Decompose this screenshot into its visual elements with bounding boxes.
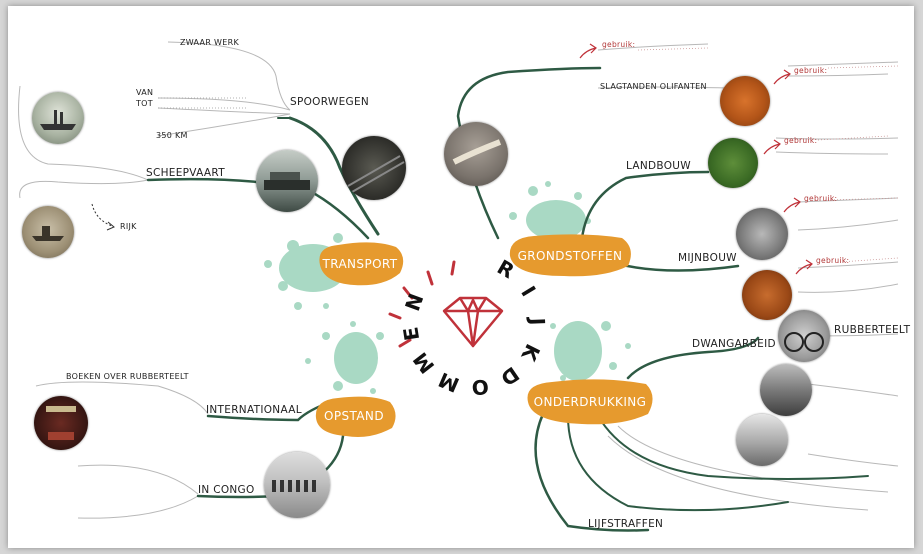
photo-bicycle bbox=[778, 310, 830, 362]
label-dwangarbeid: DWANGARBEID bbox=[692, 338, 776, 350]
label-internationaal: INTERNATIONAAL bbox=[206, 404, 302, 416]
center-word-letter: J bbox=[525, 315, 549, 325]
photo-railway bbox=[342, 136, 406, 200]
center-word-letter: M bbox=[408, 348, 439, 378]
grondstoffen-label: GRONDSTOFFEN bbox=[517, 249, 623, 263]
center-rays bbox=[388, 260, 456, 348]
bicycle-icon bbox=[784, 332, 824, 352]
splatter-onderdrukking bbox=[550, 321, 631, 390]
label-gebruik-4: gebruik: bbox=[804, 194, 838, 203]
center-word-letter: I bbox=[516, 282, 540, 301]
book-icon bbox=[46, 406, 76, 440]
label-rijk: RIJK bbox=[120, 222, 137, 231]
onderdrukking-label: ONDERDRUKKING bbox=[533, 395, 647, 409]
photo-group bbox=[264, 452, 330, 518]
label-in-congo: IN CONGO bbox=[198, 484, 255, 496]
photo-book bbox=[34, 396, 88, 450]
label-spoorwegen: SPOORWEGEN bbox=[290, 96, 370, 108]
photo-copper bbox=[742, 270, 792, 320]
label-gebruik-2: gebruik: bbox=[794, 66, 828, 75]
railway-icon bbox=[347, 155, 405, 193]
center-word-letter: E bbox=[398, 325, 424, 342]
topic-transport[interactable]: TRANSPORT bbox=[314, 239, 406, 289]
center-word-letter: N bbox=[400, 290, 428, 314]
center-word-letter: M bbox=[435, 367, 463, 397]
grondstoffen-blob-shape bbox=[509, 234, 631, 277]
label-boeken: BOEKEN OVER RUBBERTEELT bbox=[66, 372, 189, 381]
rijk-arrow-icon bbox=[91, 203, 113, 227]
diamond-icon bbox=[442, 296, 504, 348]
label-zwaar-werk: ZWAAR WERK bbox=[180, 38, 239, 47]
label-gebruik-3: gebruik: bbox=[784, 136, 818, 145]
photo-plant bbox=[708, 138, 758, 188]
onderdrukking-blob-shape bbox=[527, 379, 653, 425]
arrow-icons bbox=[579, 43, 813, 275]
photo-elephant bbox=[444, 122, 508, 186]
gebruik-dots bbox=[637, 47, 899, 263]
center-word-letter: O bbox=[471, 374, 490, 400]
label-gebruik-5: gebruik: bbox=[816, 256, 850, 265]
boat-icon bbox=[32, 226, 64, 241]
group-people-icon bbox=[272, 480, 316, 492]
label-mijnbouw: MIJNBOUW bbox=[678, 252, 737, 264]
center-word-letter: D bbox=[496, 362, 523, 391]
topic-opstand[interactable]: OPSTAND bbox=[310, 392, 398, 440]
label-350-km: 350 KM bbox=[156, 131, 188, 140]
label-slagtanden: SLAGTANDEN OLIFANTEN bbox=[600, 82, 707, 91]
label-scheepvaart: SCHEEPVAART bbox=[146, 167, 225, 179]
photo-steamship bbox=[32, 92, 84, 144]
steamship-icon bbox=[40, 110, 76, 130]
label-rubberteelt: RUBBERTEELT bbox=[834, 324, 911, 336]
splatter-opstand bbox=[305, 321, 384, 394]
riverboat-icon bbox=[264, 172, 310, 190]
elephant-tusk-icon bbox=[452, 139, 502, 165]
photo-workers bbox=[760, 364, 812, 416]
photo-fruit bbox=[720, 76, 770, 126]
transport-label: TRANSPORT bbox=[322, 257, 398, 271]
topic-grondstoffen[interactable]: GRONDSTOFFEN bbox=[504, 232, 636, 280]
photo-mine bbox=[736, 208, 788, 260]
transport-blob-shape bbox=[319, 242, 404, 286]
topic-onderdrukking[interactable]: ONDERDRUKKING bbox=[522, 376, 658, 428]
label-van: VAN bbox=[136, 88, 154, 97]
center-word-letter: K bbox=[516, 340, 545, 366]
photo-village bbox=[736, 414, 788, 466]
thin-lines bbox=[18, 41, 899, 519]
opstand-blob-shape bbox=[315, 396, 396, 437]
photo-boat bbox=[22, 206, 74, 258]
opstand-label: OPSTAND bbox=[324, 409, 384, 423]
label-lijfstraffen: LIJFSTRAFFEN bbox=[588, 518, 664, 530]
label-tot: TOT bbox=[136, 99, 153, 108]
label-gebruik-1: gebruik: bbox=[602, 40, 636, 49]
label-landbouw: LANDBOUW bbox=[626, 160, 691, 172]
van-tot-dots bbox=[158, 97, 248, 109]
photo-riverboat bbox=[256, 150, 318, 212]
rijk-arrowhead-icon bbox=[106, 221, 115, 231]
